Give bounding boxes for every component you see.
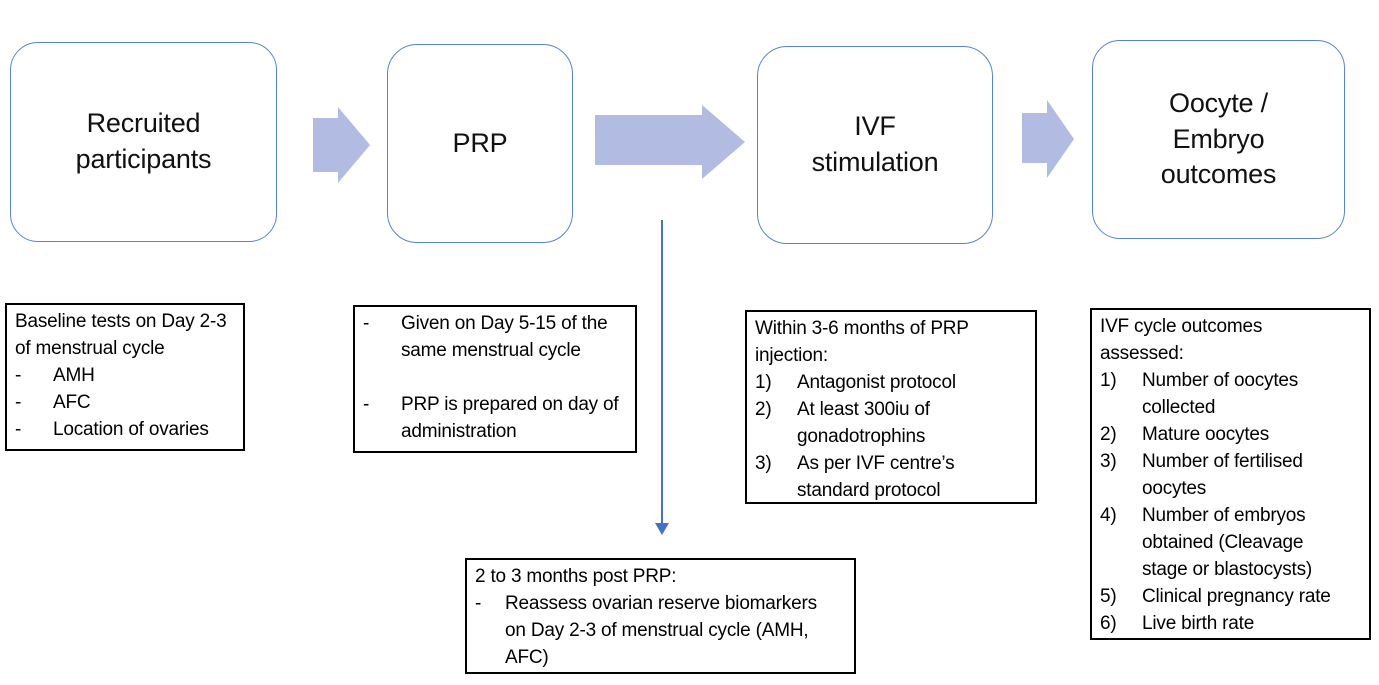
list-marker: - — [363, 313, 370, 334]
stage-label-ivf-stimulation: IVF stimulation — [811, 111, 939, 177]
list-text: Number of oocytes collected — [1142, 369, 1299, 418]
list-item: 2) At least 300iu of gonadotrophins — [755, 397, 1029, 451]
list-marker: 1) — [1100, 369, 1117, 391]
list-text: Reassess ovarian reserve biomarkers on D… — [505, 592, 817, 668]
list-text: Antagonist protocol — [797, 371, 956, 393]
list-marker: 6) — [1100, 612, 1117, 634]
list-item: 6) Live birth rate — [1100, 611, 1363, 638]
list-marker: 3) — [1100, 450, 1117, 472]
list-marker: - — [15, 418, 22, 440]
list-marker: 3) — [755, 452, 772, 474]
list-item: 1) Number of oocytes collected — [1100, 368, 1363, 422]
list-text: At least 300iu of gonadotrophins — [797, 398, 930, 447]
list-item: - PRP is prepared on day of administrati… — [363, 392, 629, 446]
list-item: 1) Antagonist protocol — [755, 370, 1029, 397]
stage-box-prp: PRP — [387, 44, 573, 243]
list-item: - Given on Day 5-15 of the same menstrua… — [363, 311, 629, 365]
outcomes-intro: IVF cycle outcomes assessed: — [1100, 316, 1263, 364]
list-item: 2) Mature oocytes — [1100, 422, 1363, 449]
baseline-intro: Baseline tests on Day 2-3 of menstrual c… — [15, 311, 227, 359]
list-marker: 1) — [755, 371, 772, 393]
list-text: Live birth rate — [1142, 612, 1255, 634]
down-arrow-head-icon — [655, 523, 669, 535]
right-block-arrow-icon-2 — [595, 105, 745, 179]
list-marker: - — [475, 592, 482, 614]
stage-box-ivf-stimulation: IVF stimulation — [757, 46, 993, 244]
list-marker: 2) — [755, 398, 772, 420]
list-item: 3) As per IVF centre’s standard protocol — [755, 451, 1029, 505]
detail-box-post-prp-reassessment: 2 to 3 months post PRP: - Reassess ovari… — [465, 558, 856, 674]
list-marker: 5) — [1100, 585, 1117, 607]
right-block-arrow-icon-3 — [1022, 100, 1074, 178]
detail-box-prp-administration: - Given on Day 5-15 of the same menstrua… — [353, 305, 637, 453]
list-item: 3) Number of fertilised oocytes — [1100, 449, 1363, 503]
detail-box-baseline-tests: Baseline tests on Day 2-3 of menstrual c… — [5, 303, 245, 451]
list-marker: - — [363, 393, 370, 415]
list-text: AFC — [53, 391, 91, 413]
list-item: - Location of ovaries — [15, 417, 237, 444]
ivf-intro: Within 3-6 months of PRP injection: — [755, 318, 969, 366]
list-text: PRP is prepared on day of administration — [401, 393, 619, 442]
stage-box-recruited-participants: Recruited participants — [10, 42, 277, 242]
list-text: Clinical pregnancy rate — [1142, 585, 1331, 607]
list-marker: - — [15, 391, 22, 413]
list-text: Number of embryos obtained (Cleavage sta… — [1142, 504, 1313, 580]
list-text: Location of ovaries — [53, 418, 209, 440]
list-item: - AMH — [15, 363, 237, 390]
list-marker: 2) — [1100, 423, 1117, 445]
down-arrow-line — [661, 220, 663, 523]
list-marker: - — [15, 364, 22, 386]
list-item: - AFC — [15, 390, 237, 417]
right-block-arrow-icon-1 — [313, 107, 370, 183]
list-text: Number of fertilised oocytes — [1142, 450, 1303, 499]
list-text: Given on Day 5-15 of the same menstrual … — [401, 313, 608, 361]
list-item: 4) Number of embryos obtained (Cleavage … — [1100, 503, 1363, 584]
list-marker: 4) — [1100, 504, 1117, 526]
stage-label-recruited-participants: Recruited participants — [75, 108, 212, 174]
list-text: Mature oocytes — [1142, 423, 1270, 445]
post-prp-intro: 2 to 3 months post PRP: — [475, 566, 677, 587]
detail-box-ivf-protocol: Within 3-6 months of PRP injection: 1) A… — [745, 310, 1037, 504]
list-text: AMH — [53, 364, 95, 386]
list-item: 5) Clinical pregnancy rate — [1100, 584, 1363, 611]
list-text: As per IVF centre’s standard protocol — [797, 452, 955, 501]
stage-label-prp: PRP — [452, 127, 508, 158]
stage-label-oocyte-embryo-outcomes: Oocyte / Embryo outcomes — [1160, 88, 1277, 190]
stage-box-oocyte-embryo-outcomes: Oocyte / Embryo outcomes — [1092, 40, 1345, 239]
detail-box-cycle-outcomes: IVF cycle outcomes assessed: 1) Number o… — [1090, 308, 1371, 640]
list-item: - Reassess ovarian reserve biomarkers on… — [475, 591, 848, 672]
